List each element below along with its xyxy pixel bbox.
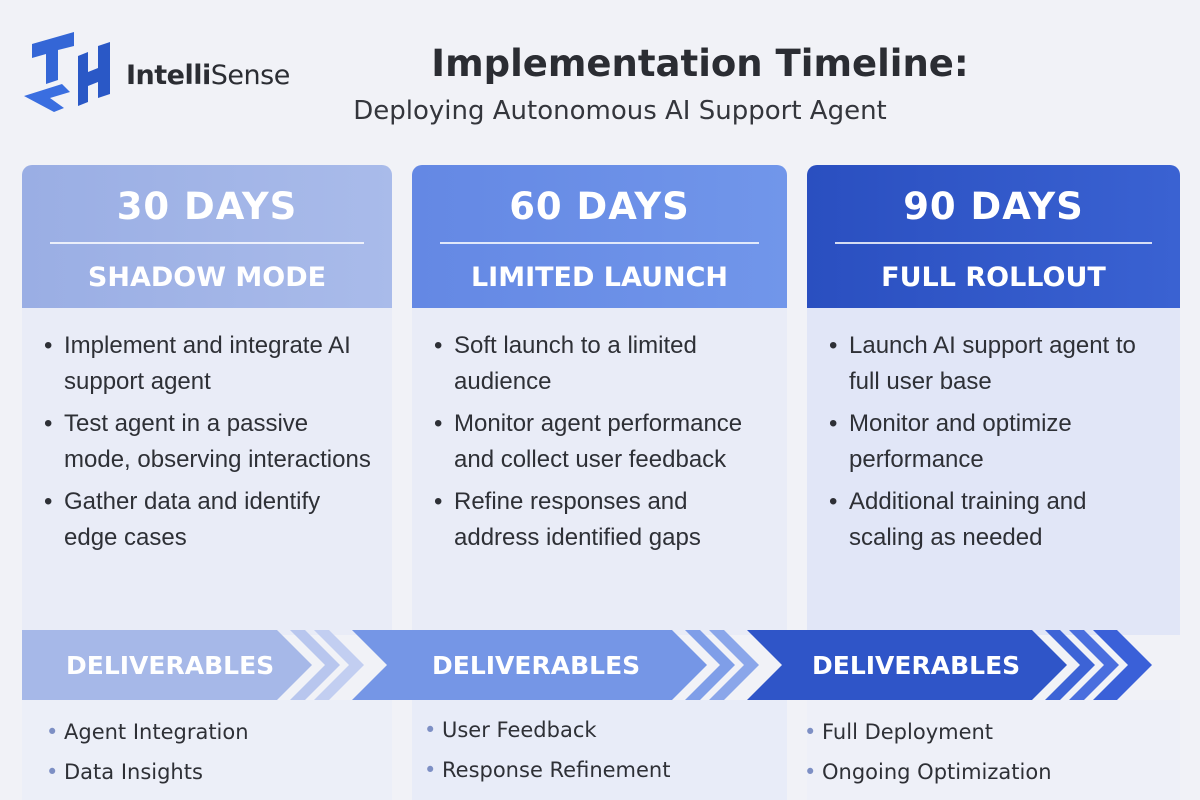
list-item: Soft launch to a limited audience bbox=[434, 328, 774, 400]
chevron bbox=[685, 630, 735, 700]
list-item: User Feedback bbox=[424, 710, 670, 750]
list-item: Additional training and scaling as neede… bbox=[829, 484, 1164, 556]
deliverables-list: User Feedback Response Refinement bbox=[424, 710, 670, 790]
list-item: Full Deployment bbox=[804, 712, 1052, 752]
list-item: Test agent in a passive mode, observing … bbox=[44, 406, 379, 478]
intellisense-logo-icon bbox=[24, 32, 110, 112]
list-item: Refine responses and address identified … bbox=[434, 484, 774, 556]
deliverables-label: DELIVERABLES bbox=[432, 651, 641, 680]
deliverables-list: Agent Integration Data Insights bbox=[46, 712, 249, 792]
divider bbox=[835, 242, 1152, 244]
list-item: Data Insights bbox=[46, 752, 249, 792]
list-item: Launch AI support agent to full user bas… bbox=[829, 328, 1169, 400]
phase-card-60: 60 DAYS LIMITED LAUNCH Soft launch to a … bbox=[412, 165, 787, 635]
list-item: Response Refinement bbox=[424, 750, 670, 790]
list-item: Monitor agent performance and collect us… bbox=[434, 406, 779, 478]
list-item: Ongoing Optimization bbox=[804, 752, 1052, 792]
deliverables-label: DELIVERABLES bbox=[812, 651, 1021, 680]
chevron bbox=[1069, 630, 1119, 700]
phase-name: FULL ROLLOUT bbox=[881, 262, 1106, 293]
chevron bbox=[1093, 630, 1152, 700]
divider bbox=[440, 242, 759, 244]
phase-name: SHADOW MODE bbox=[87, 262, 327, 293]
list-item: Agent Integration bbox=[46, 712, 249, 752]
divider bbox=[50, 242, 364, 244]
phase-card-30: 30 DAYS SHADOW MODE Implement and integr… bbox=[22, 165, 392, 635]
chevron bbox=[709, 630, 759, 700]
phase-days: 90 DAYS bbox=[903, 185, 1084, 228]
phase-name: LIMITED LAUNCH bbox=[470, 262, 729, 293]
list-item: Gather data and identify edge cases bbox=[44, 484, 379, 556]
chevron bbox=[1045, 630, 1095, 700]
deliverables-label: DELIVERABLES bbox=[66, 651, 275, 680]
page-subtitle: Deploying Autonomous AI Support Agent bbox=[353, 96, 887, 126]
arrow-segment-1 bbox=[22, 630, 312, 700]
list-item: Implement and integrate AI support agent bbox=[44, 328, 379, 400]
deliverables-arrow-banner bbox=[22, 630, 1152, 700]
arrow-segment-2 bbox=[352, 630, 707, 700]
phase-card-90: 90 DAYS FULL ROLLOUT Launch AI support a… bbox=[807, 165, 1180, 635]
arrow-segment-3 bbox=[747, 630, 1067, 700]
list-item: Monitor and optimize performance bbox=[829, 406, 1149, 478]
brand-name: IntelliSense bbox=[126, 60, 290, 91]
phase-days: 30 DAYS bbox=[116, 185, 298, 228]
phase-days: 60 DAYS bbox=[509, 185, 690, 228]
chevron bbox=[314, 630, 364, 700]
chevron bbox=[290, 630, 340, 700]
page-title: Implementation Timeline: bbox=[431, 42, 969, 85]
deliverables-list: Full Deployment Ongoing Optimization bbox=[804, 712, 1052, 792]
